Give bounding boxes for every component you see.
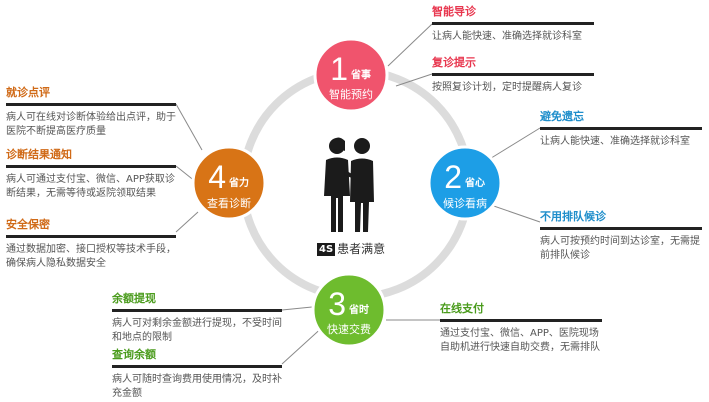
node-label: 快速交费 <box>327 322 371 336</box>
annotation-smart-guide: 智能导诊 让病人能快速、准确选择就诊科室 <box>432 5 594 44</box>
annotation-review: 就诊点评 病人可在线对诊断体验给出点评，助于医院不断提高医疗质量 <box>6 86 176 139</box>
annotation-divider <box>432 73 594 76</box>
annotation-withdraw: 余额提现 病人可对剩余金额进行提现，不受时间和地点的限制 <box>112 292 282 345</box>
node-label: 候诊看病 <box>443 196 487 210</box>
annotation-result-notify: 诊断结果通知 病人可通过支付宝、微信、APP获取诊断结果，无需等待或返院领取结果 <box>6 148 176 201</box>
annotation-revisit-reminder: 复诊提示 按照复诊计划，定时提醒病人复诊 <box>432 56 594 95</box>
annotation-no-queue: 不用排队候诊 病人可按预约时间到达诊室，无需提前排队候诊 <box>540 210 702 263</box>
node-tag: 省事 <box>350 68 371 81</box>
node-2: 2 省心 候诊看病 <box>427 145 503 221</box>
node-tag: 省时 <box>348 303 369 316</box>
annotation-divider <box>112 309 282 312</box>
annotation-divider <box>6 235 176 238</box>
node-3: 3 省时 快速交费 <box>311 272 387 348</box>
annotation-security: 安全保密 通过数据加密、接口授权等技术手段，确保病人隐私数据安全 <box>6 218 176 271</box>
annotation-desc: 病人可通过支付宝、微信、APP获取诊断结果，无需等待或返院领取结果 <box>6 174 175 199</box>
annotation-avoid-forget: 避免遗忘 让病人能快速、准确选择就诊科室 <box>540 110 702 149</box>
node-label: 智能预约 <box>329 87 373 101</box>
annotation-desc: 通过支付宝、微信、APP、医院现场自助机进行快速自助交费，无需排队 <box>440 328 600 353</box>
annotation-divider <box>540 227 702 230</box>
annotation-desc: 让病人能快速、准确选择就诊科室 <box>540 136 690 147</box>
node-label: 查看诊断 <box>207 196 251 210</box>
annotation-divider <box>432 22 594 25</box>
annotation-title: 余额提现 <box>112 292 156 305</box>
annotation-desc: 按照复诊计划，定时提醒病人复诊 <box>432 82 582 93</box>
annotation-divider <box>6 103 176 106</box>
annotation-title: 诊断结果通知 <box>6 148 72 161</box>
annotation-desc: 病人可在线对诊断体验给出点评，助于医院不断提高医疗质量 <box>6 112 176 137</box>
annotation-title: 在线支付 <box>440 302 484 315</box>
node-number: 1 <box>330 51 348 87</box>
node-1: 1 省事 智能预约 <box>313 37 389 113</box>
node-tag: 省力 <box>228 176 249 189</box>
annotation-title: 智能导诊 <box>432 5 476 18</box>
node-tag: 省心 <box>464 176 485 189</box>
node-number: 2 <box>444 159 462 195</box>
annotation-divider <box>540 127 702 130</box>
center-text: 患者满意 <box>337 242 386 256</box>
annotation-title: 查询余额 <box>112 348 156 361</box>
annotation-divider <box>6 165 176 168</box>
patient-couple-icon <box>324 137 374 232</box>
annotation-desc: 病人可对剩余金额进行提现，不受时间和地点的限制 <box>112 318 282 343</box>
center-badge: 4S <box>317 243 336 256</box>
connector-lines <box>175 23 541 365</box>
node-number: 4 <box>208 159 226 195</box>
annotation-online-pay: 在线支付 通过支付宝、微信、APP、医院现场自助机进行快速自助交费，无需排队 <box>440 302 602 355</box>
annotation-title: 复诊提示 <box>432 56 476 69</box>
annotation-title: 不用排队候诊 <box>540 210 606 223</box>
annotation-divider <box>440 319 602 322</box>
annotation-desc: 通过数据加密、接口授权等技术手段，确保病人隐私数据安全 <box>6 244 176 269</box>
annotation-balance: 查询余额 病人可随时查询费用使用情况，及时补充金额 <box>112 348 282 401</box>
annotation-title: 安全保密 <box>6 218 50 231</box>
annotation-title: 避免遗忘 <box>540 110 584 123</box>
annotation-divider <box>112 365 282 368</box>
annotation-desc: 病人可按预约时间到达诊室，无需提前排队候诊 <box>540 236 700 261</box>
node-number: 3 <box>328 286 346 322</box>
annotation-title: 就诊点评 <box>6 86 50 99</box>
node-4: 4 省力 查看诊断 <box>191 145 267 221</box>
annotation-desc: 病人可随时查询费用使用情况，及时补充金额 <box>112 374 282 399</box>
annotation-desc: 让病人能快速、准确选择就诊科室 <box>432 31 582 42</box>
